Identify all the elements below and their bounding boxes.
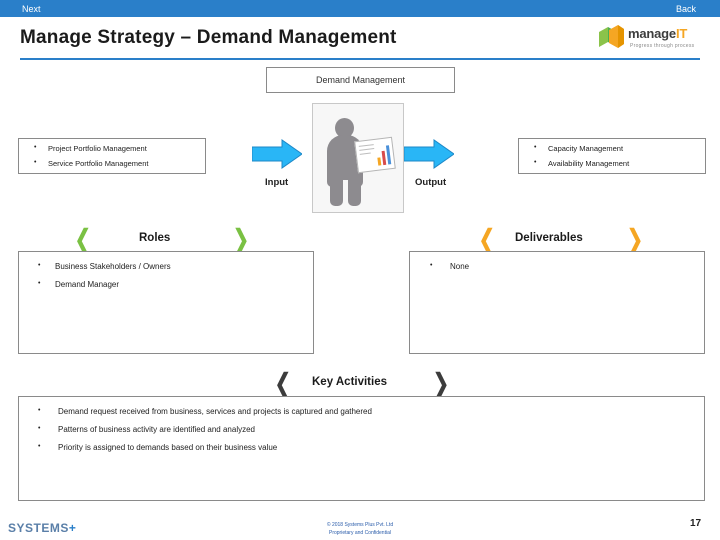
deliverables-right-bracket-icon: ❭ (624, 224, 646, 254)
roles-right-bracket-icon: ❭ (230, 224, 252, 254)
input-panel (18, 138, 206, 174)
key-activities-panel (18, 396, 705, 501)
input-bullet-1: • (34, 159, 37, 166)
deliverables-panel (409, 251, 705, 354)
output-arrow-icon (404, 139, 454, 169)
roles-heading: Roles (139, 232, 171, 244)
deliverables-item-0: None (450, 262, 470, 271)
title-divider (20, 58, 700, 60)
input-label: Input (265, 177, 289, 188)
logo-wordmark: manageIT (628, 26, 687, 41)
key-activity-item-2: Priority is assigned to demands based on… (58, 443, 278, 452)
deliverables-bullet-0: • (430, 262, 433, 269)
keyactivities-left-bracket-icon: ❬ (272, 368, 294, 398)
page-number: 17 (690, 518, 702, 529)
input-item-0: Project Portfolio Management (48, 144, 147, 153)
logo-word-manage: manage (628, 26, 676, 41)
chart-document-icon (354, 136, 396, 174)
deliverables-heading: Deliverables (515, 232, 583, 244)
keyactivities-right-bracket-icon: ❭ (430, 368, 452, 398)
key-activity-bullet-1: • (38, 425, 41, 432)
output-item-0: Capacity Management (548, 144, 624, 153)
footer-copyright-line2: Proprietary and Confidential (329, 529, 391, 536)
systems-plus-word: SYSTEMS (8, 521, 69, 535)
roles-bullet-1: • (38, 280, 41, 287)
key-activity-item-1: Patterns of business activity are identi… (58, 425, 256, 434)
systems-plus-plus: + (68, 521, 77, 535)
top-navigation-bar: Next Back (0, 0, 720, 17)
input-arrow-icon (252, 139, 302, 169)
roles-bullet-0: • (38, 262, 41, 269)
roles-left-bracket-icon: ❬ (72, 224, 94, 254)
systems-plus-logo: SYSTEMS+ (8, 521, 76, 535)
next-link[interactable]: Next (22, 4, 41, 14)
roles-panel (18, 251, 314, 354)
deliverables-left-bracket-icon: ❬ (476, 224, 498, 254)
output-label: Output (415, 177, 447, 188)
output-bullet-1: • (534, 159, 537, 166)
output-bullet-0: • (534, 144, 537, 151)
process-title-label: Demand Management (315, 75, 406, 85)
logo-tagline: Progress through process (630, 43, 695, 49)
key-activity-bullet-2: • (38, 443, 41, 450)
manageit-logo-icon (599, 25, 624, 48)
roles-item-1: Demand Manager (55, 280, 120, 289)
key-activity-bullet-0: • (38, 407, 41, 414)
footer-copyright: © 2018 Systems Plus Pvt. Ltd Proprietary… (0, 522, 720, 537)
key-activities-heading: Key Activities (312, 376, 387, 388)
output-panel (518, 138, 706, 174)
key-activity-item-0: Demand request received from business, s… (58, 407, 372, 416)
page-title: Manage Strategy – Demand Management (20, 27, 397, 48)
back-link[interactable]: Back (676, 4, 697, 14)
input-bullet-0: • (34, 144, 37, 151)
roles-item-0: Business Stakeholders / Owners (55, 262, 171, 271)
process-title-box: Demand Management (266, 67, 455, 93)
output-item-1: Availability Management (548, 159, 630, 168)
logo-word-it: IT (675, 26, 688, 41)
brand-logo: manageIT Progress through process (598, 24, 702, 56)
input-item-1: Service Portfolio Management (48, 159, 149, 168)
footer-copyright-line1: © 2018 Systems Plus Pvt. Ltd (326, 522, 394, 528)
